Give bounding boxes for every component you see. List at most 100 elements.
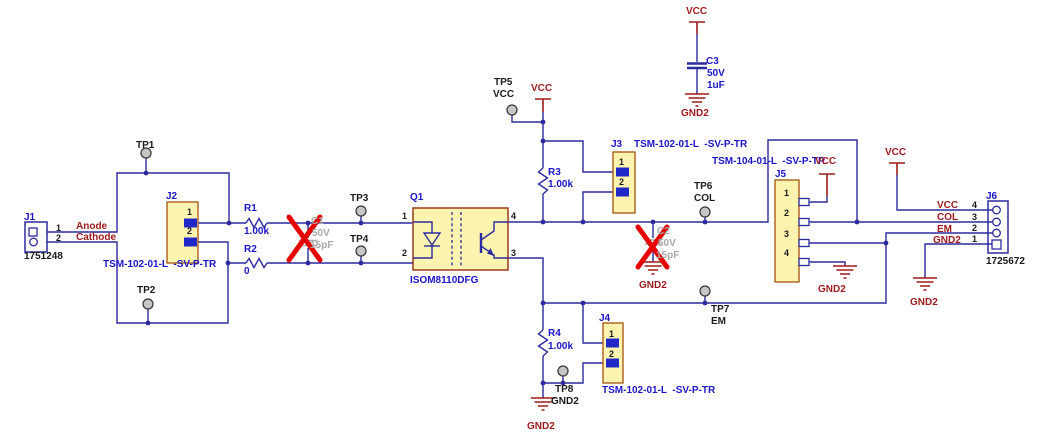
gnd2-label-j6: GND2 (910, 297, 938, 308)
j6-pin1-number: 1 (972, 234, 978, 244)
c1-voltage: 50V (312, 228, 330, 239)
tp8-ref: TP8 (555, 384, 574, 395)
tp1-ref: TP1 (136, 140, 155, 151)
dnp-x-c2 (635, 224, 670, 270)
j2-ref: J2 (166, 191, 178, 202)
tp7-ref: TP7 (711, 304, 730, 315)
j6-net-vcc: VCC (937, 200, 959, 211)
q1-part: ISOM8110DFG (410, 275, 479, 286)
header-j5 (774, 179, 810, 283)
tp7-net: EM (711, 316, 726, 327)
j4-ref: J4 (599, 313, 611, 324)
j2-part: TSM-102-01-L -SV-P-TR (103, 259, 217, 270)
tp6-ref: TP6 (694, 181, 713, 192)
j4-part: TSM-102-01-L -SV-P-TR (602, 385, 716, 396)
j3-ref: J3 (611, 139, 623, 150)
gnd2-symbol-j6 (913, 277, 937, 291)
j1-pin1-number: 1 (56, 223, 62, 233)
resistor-r4 (537, 329, 549, 357)
testpoint-tp7 (699, 285, 711, 297)
header-j3 (612, 151, 636, 214)
j1-pin2-number: 2 (56, 233, 62, 243)
q1-pin4-number: 4 (511, 211, 517, 221)
j5-pin2-number: 2 (784, 208, 790, 218)
j6-ref: J6 (986, 191, 998, 202)
j4-pin2-number: 2 (609, 349, 615, 359)
vcc-label-j6: VCC (885, 147, 907, 158)
j6-net-col: COL (937, 212, 959, 223)
junction-dots (143, 119, 889, 386)
c3-ref: C3 (706, 56, 719, 67)
dnp-x-c1 (286, 214, 323, 263)
gnd2-label-r4: GND2 (527, 421, 555, 432)
r1-ref: R1 (244, 203, 257, 214)
j1-part-number: 1751248 (24, 251, 63, 262)
j2-pin1-number: 1 (187, 207, 193, 217)
j1-net-anode: Anode (76, 221, 108, 232)
tp3-ref: TP3 (350, 193, 369, 204)
tp5-net: VCC (493, 89, 515, 100)
tp4-ref: TP4 (350, 234, 369, 245)
j6-net-em: EM (937, 224, 952, 235)
j3-part: TSM-102-01-L -SV-P-TR (634, 139, 748, 150)
j3-pin2-number: 2 (619, 177, 625, 187)
testpoint-tp3 (355, 205, 367, 217)
connector-j1 (24, 221, 48, 253)
j5-pin4-number: 4 (784, 248, 790, 258)
tp8-net: GND2 (551, 396, 579, 407)
c2-value: 15pF (656, 250, 680, 261)
tp5-ref: TP5 (494, 77, 513, 88)
header-j4 (602, 322, 624, 384)
j5-pin1-number: 1 (784, 188, 790, 198)
c3-voltage: 50V (707, 68, 725, 79)
gnd2-symbol-c3 (685, 93, 709, 107)
q1-pin3-number: 3 (511, 248, 517, 258)
gnd2-label-c2: GND2 (639, 280, 667, 291)
j1-ref: J1 (24, 212, 36, 223)
c1-ref: C1 (311, 216, 324, 227)
r2-ref: R2 (244, 244, 257, 255)
testpoint-tp8 (557, 365, 569, 377)
c3-value: 1uF (707, 80, 725, 91)
j6-pin3-number: 3 (972, 212, 978, 222)
vcc-symbol-j5 (819, 173, 835, 196)
tp2-ref: TP2 (137, 285, 156, 296)
r4-ref: R4 (548, 328, 561, 339)
testpoint-tp6 (699, 206, 711, 218)
optocoupler-q1 (412, 207, 509, 271)
r2-value: 0 (244, 266, 250, 277)
c2-ref: C2 (657, 226, 670, 237)
testpoint-tp1 (140, 147, 152, 159)
testpoint-tp4 (355, 245, 367, 257)
resistor-r3 (537, 167, 549, 195)
q1-ref: Q1 (410, 192, 424, 203)
gnd2-symbol-r4 (531, 397, 555, 411)
j6-part-number: 1725672 (986, 256, 1025, 267)
j3-pin1-number: 1 (619, 157, 625, 167)
j1-net-cathode: Cathode (76, 232, 116, 243)
tp6-net: COL (694, 193, 716, 204)
connector-j6 (987, 200, 1009, 254)
r3-value: 1.00k (548, 179, 574, 190)
vcc-label-c3: VCC (686, 6, 708, 17)
resistor-r2 (245, 257, 268, 269)
gnd2-label-c3: GND2 (681, 108, 709, 119)
j6-pin2-number: 2 (972, 223, 978, 233)
resistor-r1 (245, 217, 268, 229)
j4-pin1-number: 1 (609, 329, 615, 339)
gnd2-symbol-c2 (641, 261, 665, 275)
q1-pin1-number: 1 (402, 211, 408, 221)
r3-ref: R3 (548, 167, 561, 178)
vcc-symbol-j6 (889, 162, 905, 175)
testpoint-tp2 (142, 298, 154, 310)
j5-ref: J5 (775, 169, 787, 180)
gnd2-symbol-j5 (833, 265, 857, 279)
c2-voltage: 50V (658, 238, 676, 249)
r4-value: 1.00k (548, 341, 574, 352)
vcc-symbol-c3 (689, 21, 705, 34)
j5-pin3-number: 3 (784, 229, 790, 239)
header-j2 (166, 201, 199, 264)
j6-net-gnd2: GND2 (933, 235, 961, 246)
